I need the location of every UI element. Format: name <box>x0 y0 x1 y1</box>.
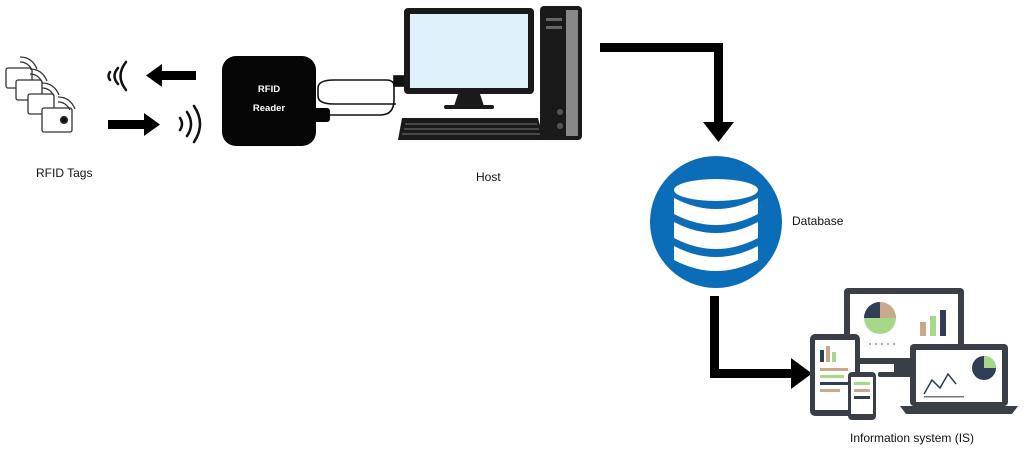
reader-label-line1: RFID <box>258 84 280 95</box>
devices-dashboard-icon <box>810 288 1018 420</box>
arrow-reader-to-tags <box>146 64 196 87</box>
reader-label-line2: Reader <box>253 103 286 114</box>
usb-cable <box>317 75 409 116</box>
arrow-host-to-database <box>600 43 734 142</box>
rfid-reader-icon: RFID Reader <box>222 56 330 146</box>
information-system-label: Information system (IS) <box>850 431 975 445</box>
rfid-tags-icon <box>5 56 76 133</box>
database-label: Database <box>792 214 844 228</box>
signal-wave-icon <box>107 60 202 144</box>
desktop-computer-icon <box>398 6 582 140</box>
host-label: Host <box>476 170 501 184</box>
arrow-tags-to-reader <box>108 113 160 136</box>
arrow-database-to-is <box>710 296 812 389</box>
database-icon <box>650 156 782 288</box>
rfid-tags-label: RFID Tags <box>36 166 93 180</box>
